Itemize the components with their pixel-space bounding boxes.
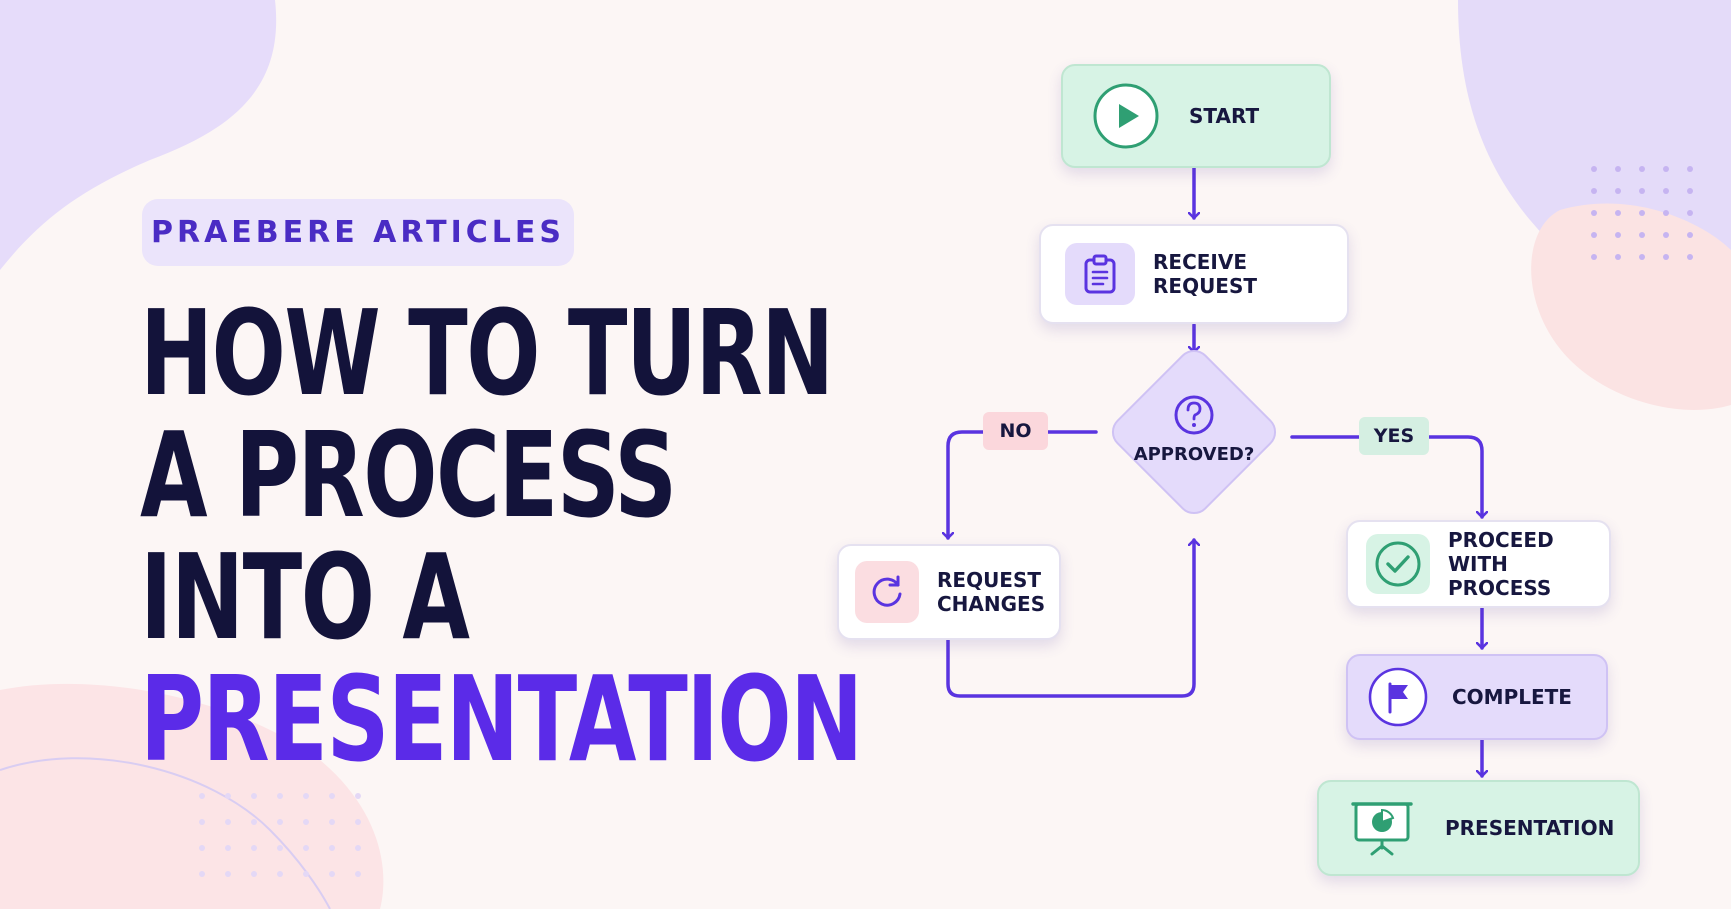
yes-branch-label: YES bbox=[1373, 425, 1415, 447]
title-line-4-highlight: PRESENTATION bbox=[140, 650, 863, 788]
request-changes-line-2: CHANGES bbox=[937, 592, 1046, 616]
page-title: HOW TO TURN A PROCESS INTO A PRESENTATIO… bbox=[140, 284, 863, 788]
category-badge-text: PRAEBERE ARTICLES bbox=[150, 215, 566, 250]
request-changes-line-1: REQUEST bbox=[937, 568, 1042, 592]
question-icon bbox=[1174, 395, 1214, 435]
no-branch-tag: NO bbox=[983, 412, 1048, 450]
dot-grid-right bbox=[1591, 166, 1693, 260]
title-line-1: HOW TO TURN bbox=[140, 284, 834, 422]
proceed-label: PROCEED WITH PROCESS bbox=[1448, 528, 1609, 600]
connector-loop-back bbox=[946, 538, 1194, 698]
request-changes-label: REQUEST CHANGES bbox=[937, 568, 1045, 616]
decision-diamond bbox=[1111, 349, 1277, 515]
complete-label: COMPLETE bbox=[1452, 685, 1572, 709]
play-icon bbox=[1093, 83, 1159, 149]
proceed-line-1: PROCEED WITH bbox=[1448, 528, 1554, 576]
flow-node-start[interactable]: START bbox=[1061, 64, 1331, 168]
dot-grid-left bbox=[199, 793, 361, 877]
decision-label: APPROVED? bbox=[1133, 444, 1255, 465]
title-line-2: A PROCESS bbox=[140, 406, 677, 544]
pink-blob-right bbox=[1531, 203, 1731, 410]
outline-curve-bottom-left bbox=[0, 757, 331, 909]
connector-no-branch bbox=[948, 430, 1098, 540]
lavender-blob-top-left bbox=[0, 0, 277, 270]
flow-node-proceed[interactable]: PROCEED WITH PROCESS bbox=[1346, 520, 1611, 608]
flag-icon bbox=[1366, 665, 1430, 729]
proceed-line-2: PROCESS bbox=[1448, 576, 1552, 600]
presentation-board-icon bbox=[1349, 795, 1415, 861]
presentation-label: PRESENTATION bbox=[1445, 816, 1615, 840]
flow-node-complete[interactable]: COMPLETE bbox=[1346, 654, 1608, 740]
flow-node-request-changes[interactable]: REQUEST CHANGES bbox=[837, 544, 1061, 640]
check-circle-icon bbox=[1366, 534, 1430, 594]
receive-request-label: RECEIVE REQUEST bbox=[1153, 250, 1258, 298]
category-badge[interactable]: PRAEBERE ARTICLES bbox=[142, 199, 574, 266]
title-line-3: INTO A bbox=[140, 528, 470, 666]
connector-yes-branch bbox=[1290, 435, 1482, 519]
flow-node-receive-request[interactable]: RECEIVE REQUEST bbox=[1039, 224, 1349, 324]
yes-branch-tag: YES bbox=[1359, 417, 1429, 455]
clipboard-icon bbox=[1065, 243, 1135, 305]
no-branch-label: NO bbox=[999, 420, 1032, 442]
start-label: START bbox=[1189, 104, 1260, 128]
flow-node-presentation[interactable]: PRESENTATION bbox=[1317, 780, 1640, 876]
pink-blob-bottom-left bbox=[0, 683, 384, 909]
refresh-icon bbox=[855, 561, 919, 623]
